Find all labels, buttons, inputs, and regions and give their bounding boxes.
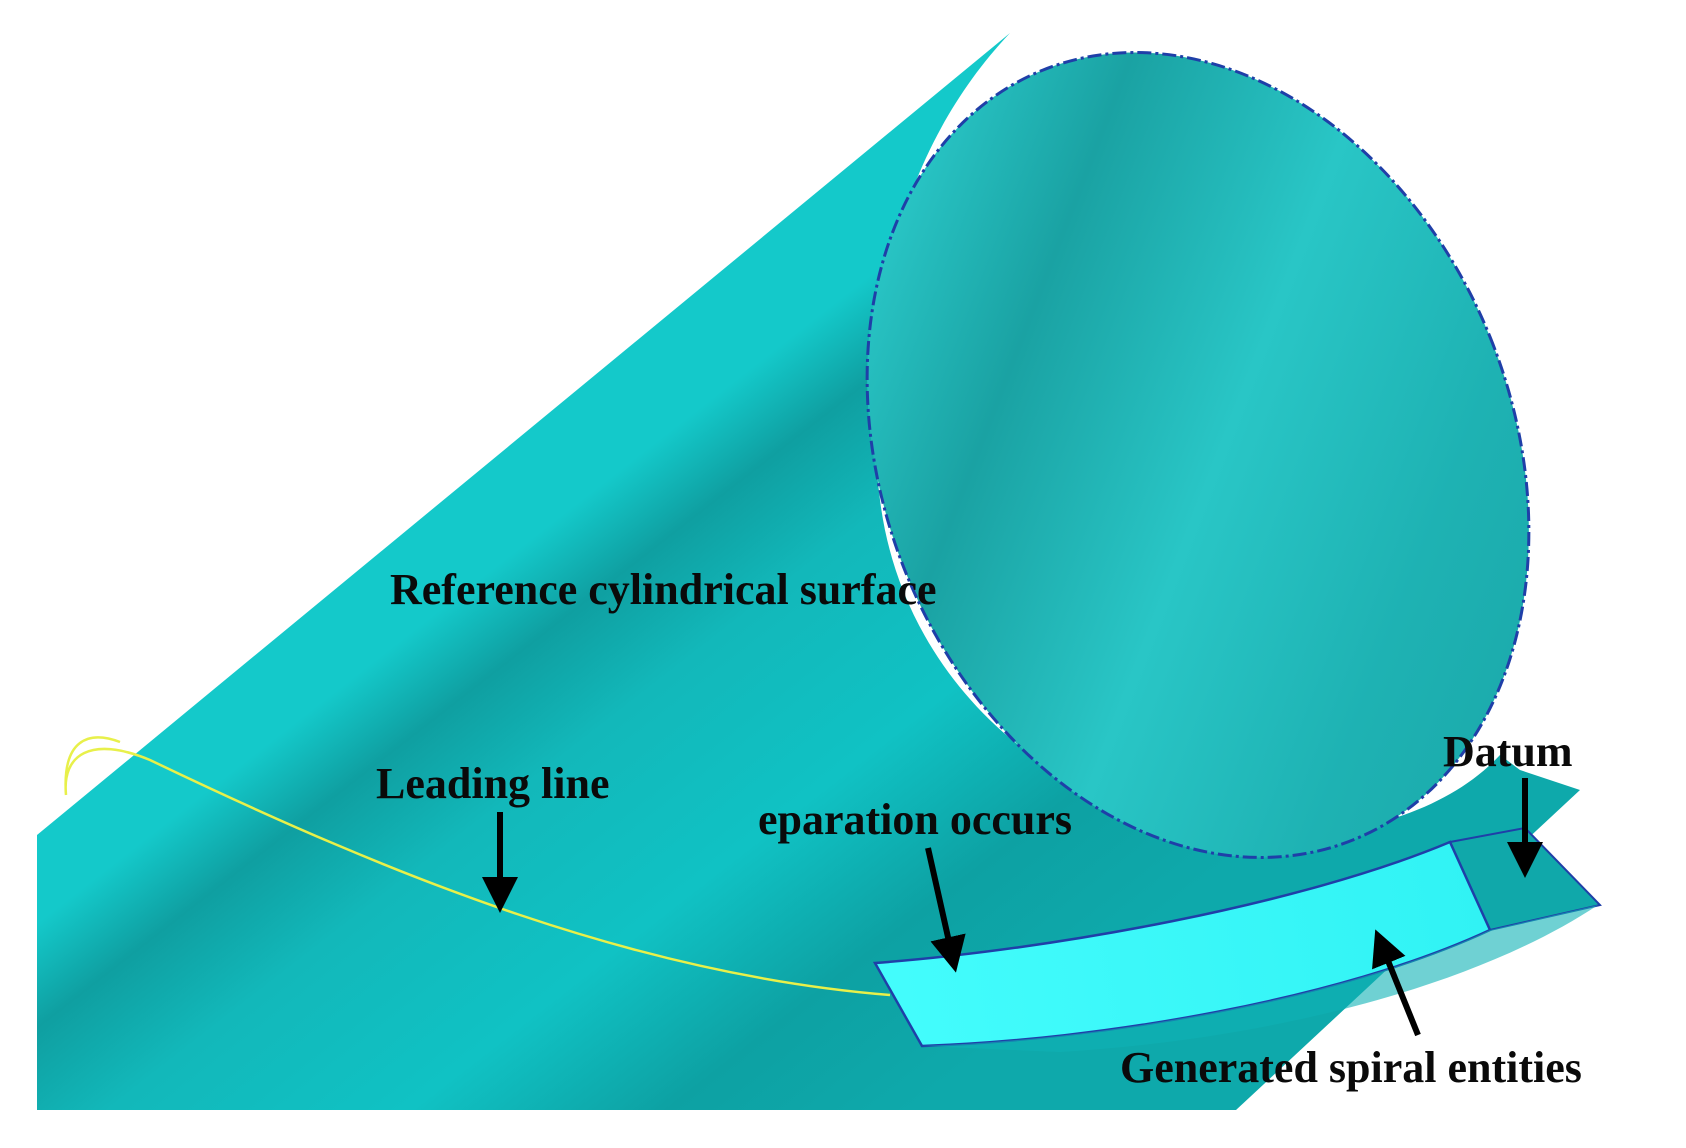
datum-label: Datum xyxy=(1443,727,1573,776)
leading-line xyxy=(64,736,891,997)
arrow-generated-spiral xyxy=(1372,929,1421,1037)
generated-spiral-label: Generated spiral entities xyxy=(1120,1043,1582,1092)
leading-line-label: Leading line xyxy=(376,759,610,808)
arrow-separation xyxy=(925,847,966,973)
reference-surface-label: Reference cylindrical surface xyxy=(390,565,937,614)
separation-label: eparation occurs xyxy=(758,795,1073,844)
cylinder-end-face xyxy=(865,51,1531,859)
spiral-entity-underside xyxy=(922,905,1598,1052)
